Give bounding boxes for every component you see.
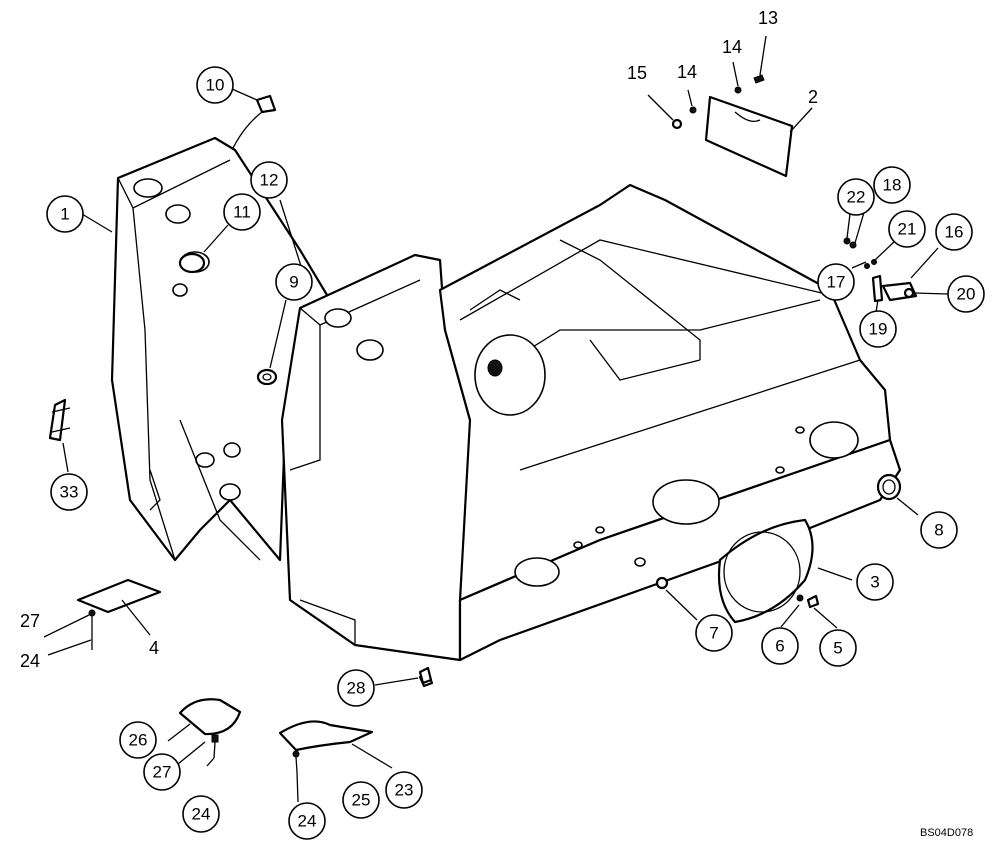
- callout-10: 10: [196, 66, 234, 104]
- svg-text:10: 10: [206, 76, 225, 95]
- svg-text:6: 6: [775, 637, 784, 656]
- svg-text:14: 14: [677, 62, 697, 82]
- svg-text:33: 33: [60, 483, 79, 502]
- callout-28: 28: [337, 669, 375, 707]
- callout-4: 4: [149, 638, 159, 658]
- callout-27b: 27: [20, 611, 40, 631]
- svg-text:5: 5: [833, 639, 842, 658]
- callout-24c: 24: [20, 651, 40, 671]
- callout-25: 25: [342, 781, 380, 819]
- svg-text:25: 25: [352, 791, 371, 810]
- svg-text:20: 20: [957, 285, 976, 304]
- svg-text:22: 22: [847, 188, 866, 207]
- callout-11: 11: [223, 193, 261, 231]
- svg-text:14: 14: [722, 37, 742, 57]
- svg-text:1: 1: [60, 205, 69, 224]
- svg-text:9: 9: [289, 273, 298, 292]
- callout-23: 23: [385, 771, 423, 809]
- callout-14b: 14: [677, 62, 697, 82]
- svg-text:26: 26: [129, 731, 148, 750]
- svg-text:15: 15: [627, 63, 647, 83]
- callout-8: 8: [920, 511, 958, 549]
- svg-text:28: 28: [347, 679, 366, 698]
- callout-15: 15: [627, 63, 647, 83]
- leader-lines: [43, 35, 949, 803]
- callout-14a: 14: [722, 37, 742, 57]
- callout-2: 2: [808, 87, 818, 107]
- svg-text:8: 8: [934, 521, 943, 540]
- svg-text:17: 17: [827, 273, 846, 292]
- callout-16: 16: [935, 213, 973, 251]
- svg-text:24: 24: [192, 805, 211, 824]
- callout-5: 5: [819, 629, 857, 667]
- callout-19: 19: [859, 310, 897, 348]
- svg-text:16: 16: [945, 223, 964, 242]
- callout-21: 21: [888, 210, 926, 248]
- callout-1: 1: [46, 195, 84, 233]
- callout-26: 26: [119, 721, 157, 759]
- callout-20: 20: [947, 275, 985, 313]
- callout-12: 12: [250, 161, 288, 199]
- drawing-code: BS04D078: [920, 827, 973, 839]
- svg-text:4: 4: [149, 638, 159, 658]
- svg-text:13: 13: [758, 8, 778, 28]
- callout-22: 22: [837, 178, 875, 216]
- svg-text:23: 23: [395, 781, 414, 800]
- callout-33: 33: [50, 473, 88, 511]
- svg-text:3: 3: [870, 573, 879, 592]
- svg-text:24: 24: [298, 812, 317, 831]
- callout-13: 13: [758, 8, 778, 28]
- callout-17: 17: [817, 263, 855, 301]
- callout-27a: 27: [143, 753, 181, 791]
- svg-text:7: 7: [709, 624, 718, 643]
- svg-text:27: 27: [153, 763, 172, 782]
- svg-text:12: 12: [260, 171, 279, 190]
- callout-24a: 24: [182, 795, 220, 833]
- callout-7: 7: [695, 614, 733, 652]
- chassis-frame: [48, 74, 918, 773]
- svg-text:2: 2: [808, 87, 818, 107]
- callout-3: 3: [856, 563, 894, 601]
- svg-text:18: 18: [883, 176, 902, 195]
- svg-text:27: 27: [20, 611, 40, 631]
- callout-6: 6: [761, 627, 799, 665]
- svg-text:19: 19: [869, 320, 888, 339]
- callout-24b: 24: [288, 802, 326, 840]
- svg-text:21: 21: [898, 220, 917, 239]
- svg-text:11: 11: [233, 203, 251, 222]
- callout-9: 9: [275, 263, 313, 301]
- callout-18: 18: [873, 166, 911, 204]
- svg-text:24: 24: [20, 651, 40, 671]
